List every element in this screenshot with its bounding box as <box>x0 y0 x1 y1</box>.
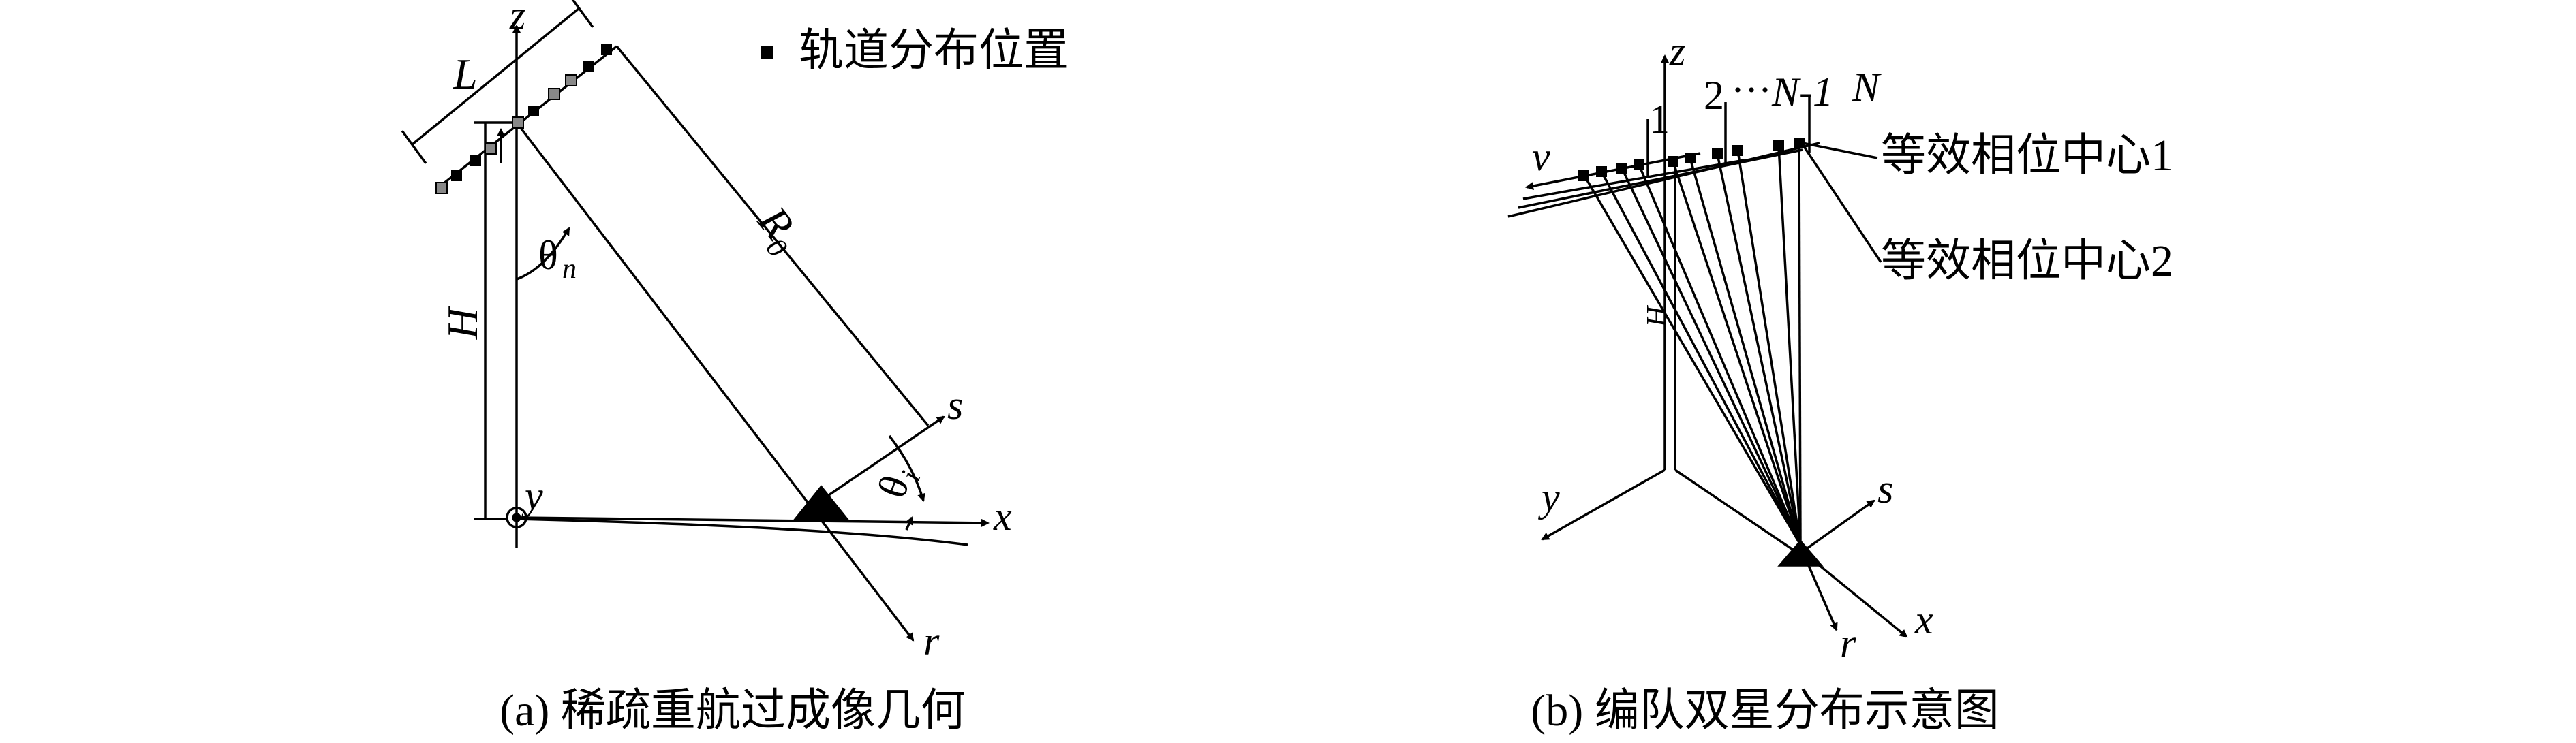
satellite-marker <box>1794 138 1805 148</box>
panel-a-label-y: y <box>521 473 543 518</box>
orbit-position-marker <box>451 170 462 181</box>
panel-a-R0-dimension-line <box>615 45 930 427</box>
orbit-position-marker <box>435 182 448 194</box>
satellite-marker <box>1596 166 1607 177</box>
panel-b-track-label-2: 2 <box>1704 73 1724 118</box>
satellite-marker <box>1685 153 1696 163</box>
panel-b-track-line <box>1518 148 1803 209</box>
orbit-position-marker <box>565 74 577 86</box>
panel-b-s-axis <box>1801 499 1875 553</box>
panel-b-phase-center-2-leader <box>1801 144 1882 263</box>
panel-a-label-theta-n-subscript: n <box>562 253 577 285</box>
panel-b-r-axis <box>1801 551 1838 631</box>
panel-a-r-axis <box>515 121 915 642</box>
satellite-marker <box>1773 140 1784 151</box>
panel-b-formation-satellites <box>1507 54 1908 638</box>
panel-b-track-line <box>1522 159 1745 200</box>
panel-b-ray <box>1672 161 1802 546</box>
panel-b-label-H: H <box>1642 304 1673 328</box>
panel-b-ray <box>1736 150 1802 546</box>
orbit-position-marker <box>601 44 612 55</box>
panel-a-earth-surface-curve <box>516 518 968 546</box>
legend-orbit-positions-label: 轨道分布位置 <box>799 26 1069 76</box>
panel-b-ray <box>1583 175 1802 546</box>
satellite-marker <box>1732 145 1743 156</box>
orbit-position-marker <box>583 61 594 72</box>
panel-b-phase-center-2-label: 等效相位中心2 <box>1881 236 2173 286</box>
panel-b-caption: (b) 编队双星分布示意图 <box>1531 686 1999 736</box>
panel-b-ray <box>1638 164 1802 546</box>
panel-b-track-label-ellipsis: ··· <box>1731 67 1772 112</box>
satellite-marker <box>1616 163 1627 174</box>
panel-b-ray <box>1716 153 1802 546</box>
panel-a-caption: (a) 稀疏重航过成像几何 <box>500 686 966 736</box>
panel-b-label-y: y <box>1537 475 1560 520</box>
panel-b-ray <box>1621 168 1802 546</box>
panel-a-sparse-repeat-pass-geometry <box>401 0 990 642</box>
panel-b-track-label-N: N <box>1852 65 1882 110</box>
panel-a-label-r: r <box>923 619 940 664</box>
satellite-marker <box>1578 170 1589 181</box>
panel-b-label-x: x <box>1914 597 1933 642</box>
panel-b-track-label-1: 1 <box>1649 97 1670 142</box>
panel-b-label-z: z <box>1669 29 1685 74</box>
orbit-position-marker <box>512 116 524 129</box>
panel-a-L-dimension-line <box>411 7 581 146</box>
panel-b-ray <box>1798 142 1802 546</box>
panel-b-y-axis <box>1541 469 1666 541</box>
panel-a-theta-i-arc <box>888 434 925 502</box>
panel-b-satellite-markers <box>1578 138 1805 181</box>
satellite-marker <box>1712 148 1723 159</box>
panel-a-label-x: x <box>993 494 1012 539</box>
panel-a-label-s: s <box>947 383 963 428</box>
satellite-marker <box>1668 156 1678 167</box>
panel-b-label-s: s <box>1877 467 1893 511</box>
panel-b-ray <box>1689 157 1802 546</box>
panel-b-track-label-N-minus-1: N-1 <box>1771 69 1833 114</box>
panel-a-orbit-positions <box>435 44 612 194</box>
orbit-position-marker <box>548 88 560 100</box>
panel-a-y-axis-out-of-plane-icon <box>506 507 527 528</box>
panel-b-track-line <box>1507 142 1820 218</box>
panel-b-x-axis <box>1801 550 1908 638</box>
orbit-position-marker <box>528 106 539 116</box>
panel-a-s-axis <box>817 415 945 504</box>
panel-a-target-triangle-icon <box>791 485 851 522</box>
panel-b-phase-center-1-leader <box>1802 142 1878 159</box>
panel-b-ray <box>1600 171 1802 546</box>
orbit-position-marker <box>470 155 481 166</box>
orbit-position-marker <box>485 142 497 155</box>
panel-a-theta-n-arc <box>516 227 570 281</box>
panel-b-ray <box>1777 145 1802 546</box>
panel-a-label-L: L <box>453 50 478 98</box>
panel-a-label-H: H <box>438 305 487 340</box>
panel-a-label-z: z <box>509 0 525 37</box>
legend-orbit-marker-icon <box>761 46 773 59</box>
satellite-marker <box>1634 159 1644 170</box>
panel-b-label-v: v <box>1532 134 1550 179</box>
panel-b-phase-center-1-label: 等效相位中心1 <box>1881 131 2173 180</box>
panel-a-label-theta-n: θ <box>538 233 558 278</box>
panel-b-label-r: r <box>1840 621 1856 666</box>
